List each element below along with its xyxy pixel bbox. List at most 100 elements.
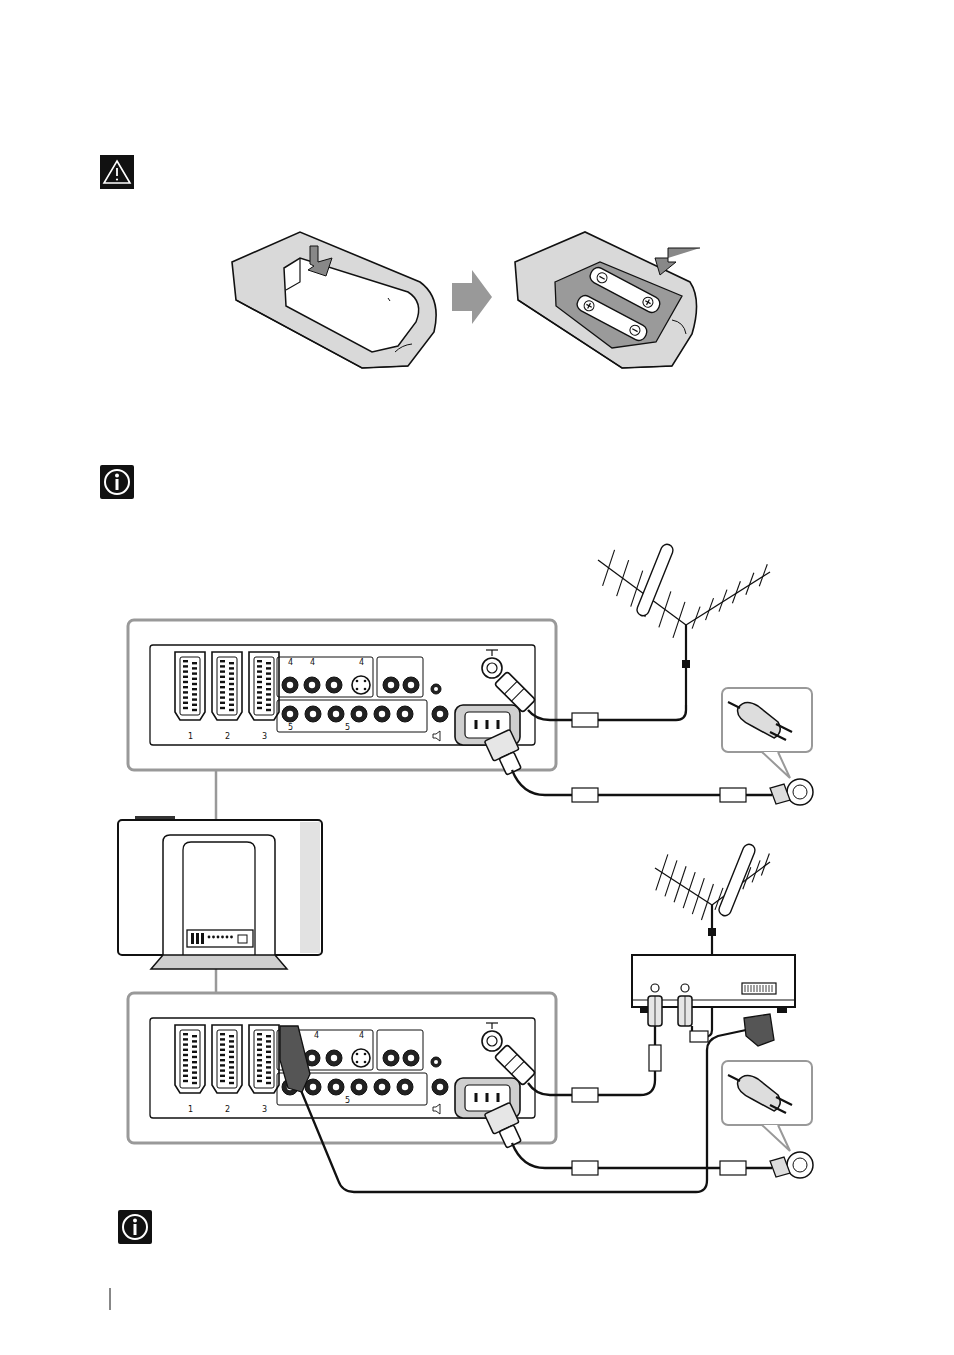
illustration-part (511, 1061, 524, 1074)
connector-number: 2 (225, 1106, 230, 1114)
illustration-part (752, 860, 760, 882)
illustration-part (229, 672, 234, 674)
illustration-part (257, 696, 262, 698)
illustration-part (183, 681, 188, 683)
connector-number: 5 (345, 1097, 350, 1105)
illustration-part (254, 1030, 274, 1088)
illustration-part (266, 698, 271, 700)
illustration-part (511, 688, 524, 701)
insert-arrow (655, 248, 700, 275)
illustration-part (229, 1056, 234, 1058)
zoom-frame (128, 620, 556, 770)
illustration-part (499, 752, 521, 775)
illustration-part (770, 1105, 786, 1113)
illustration-part (183, 707, 188, 709)
illustration-part (761, 853, 769, 875)
rca-jack (328, 706, 344, 722)
illustration-part (331, 682, 337, 688)
illustration-part (364, 1061, 367, 1064)
illustration-part (183, 1075, 188, 1077)
illustration-part (745, 985, 746, 992)
illustration-part (395, 344, 412, 352)
connector-number: 4 (359, 659, 364, 667)
connector-number: 3 (262, 1106, 267, 1114)
coax-plug (678, 996, 692, 1026)
rca-jack (282, 706, 298, 722)
illustration-part (220, 660, 225, 662)
tv-stand (151, 955, 287, 969)
illustration-part (379, 1084, 385, 1090)
illustration-part (751, 985, 752, 992)
illustration-part (388, 1055, 394, 1061)
illustration-part (217, 657, 237, 715)
warning-icon (100, 155, 134, 189)
antenna (686, 572, 770, 625)
illustration-part (257, 665, 262, 667)
illustration-part (257, 681, 262, 683)
illustration-part (364, 1053, 367, 1056)
illustration-part (183, 702, 188, 704)
illustration-part (183, 1069, 188, 1071)
illustration-part (674, 866, 686, 902)
illustration-part (183, 1080, 188, 1082)
rca-jack (403, 677, 419, 693)
illustration-part (685, 996, 686, 1026)
scart-socket (249, 652, 279, 720)
illustration-part (266, 1051, 271, 1053)
illustration-part (257, 660, 262, 662)
illustration-group (494, 671, 535, 712)
illustration-part (356, 688, 359, 691)
rca-jack (328, 1079, 344, 1095)
battery (575, 293, 650, 343)
illustration-part (220, 1059, 225, 1061)
illustration-part (682, 660, 690, 668)
rca-jack (432, 1079, 448, 1095)
illustration-part (183, 1043, 188, 1045)
rca-jack (397, 1079, 413, 1095)
illustration-part (257, 1080, 262, 1082)
illustration-part (220, 696, 225, 698)
illustration-part (769, 985, 770, 992)
illustration-part (759, 564, 767, 586)
illustration-group (635, 543, 675, 618)
illustration-part (266, 683, 271, 685)
illustration-part (257, 676, 262, 678)
illustration-part (220, 676, 225, 678)
illustration-part (266, 1035, 271, 1037)
illustration-part (229, 1061, 234, 1063)
illustration-part (192, 688, 197, 690)
rca-jack (431, 1057, 441, 1067)
illustration-part (732, 581, 740, 603)
illustration-part (266, 1061, 271, 1063)
tv-set (118, 820, 322, 955)
battery-lid (284, 258, 419, 352)
illustration-part (356, 711, 362, 717)
illustration-group (484, 1102, 526, 1150)
illustration-part (683, 872, 695, 908)
illustration-part (617, 560, 629, 596)
illustration-part (220, 1054, 225, 1056)
illustration-part (220, 1038, 225, 1040)
illustration-part (655, 996, 656, 1026)
illustration-part (266, 662, 271, 664)
warning-icon (104, 161, 130, 183)
illustration-part (656, 854, 668, 890)
illustration-part (486, 720, 489, 729)
illustration-part (266, 688, 271, 690)
illustration-part (746, 573, 754, 595)
rca-jack (374, 1079, 390, 1095)
scart-socket (212, 1025, 242, 1093)
illustration-part (641, 295, 655, 309)
scart-socket (175, 652, 205, 720)
illustration-part (434, 687, 438, 691)
illustration-part (599, 276, 604, 279)
illustration-part (706, 598, 714, 620)
cable-tag (572, 788, 598, 802)
illustration-group (494, 1044, 535, 1085)
illustration-part (777, 1007, 787, 1013)
illustration-part (377, 657, 423, 697)
illustration-part (183, 1038, 188, 1040)
illustration-part (266, 1045, 271, 1047)
illustration-part (770, 784, 790, 804)
cable-tag (720, 788, 746, 802)
